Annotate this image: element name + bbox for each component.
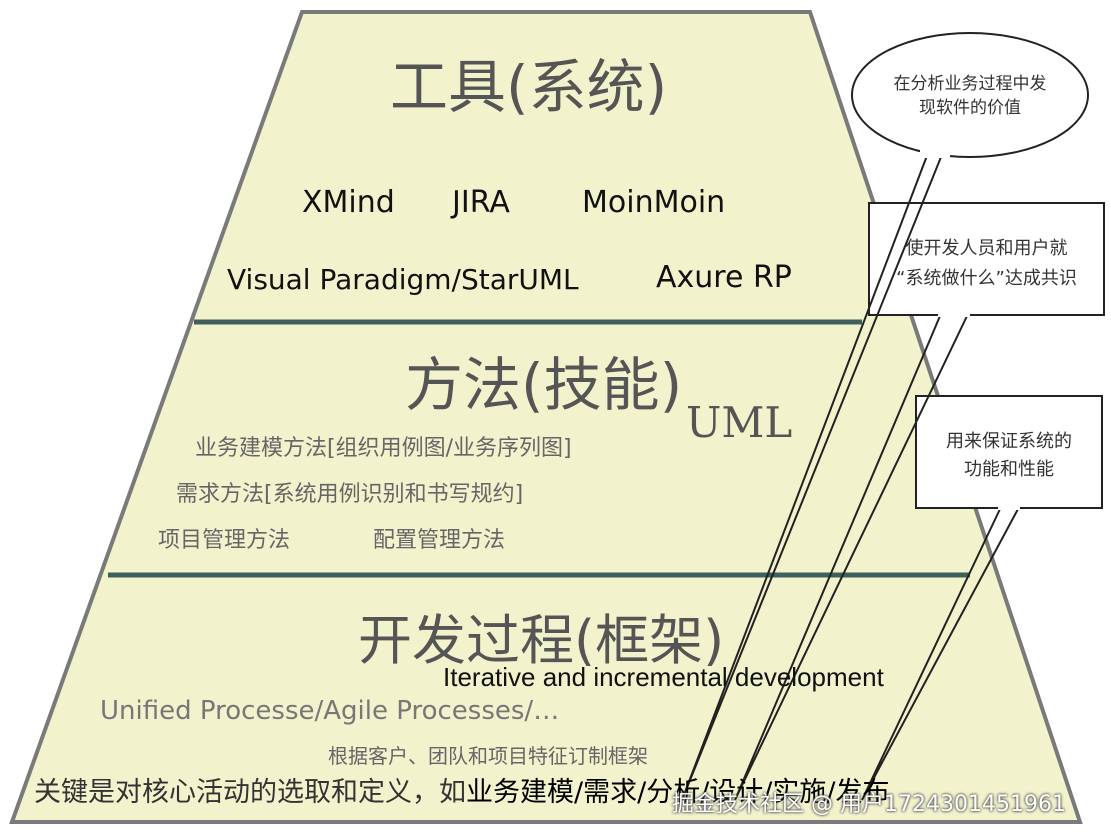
tier2-title: 方法(技能) <box>405 351 683 419</box>
callout-ellipse-line1: 在分析业务过程中发 <box>893 74 1047 94</box>
pointer-box-1 <box>734 315 968 801</box>
callout-box1-line1: 使开发人员和用户就 <box>905 238 1068 259</box>
callout-ellipse-line2: 现软件的价值 <box>919 98 1021 118</box>
pointer-box-2 <box>861 508 1019 801</box>
pointer-ellipse <box>681 152 942 801</box>
uml-label: UML <box>686 398 793 447</box>
pyramid-shape <box>9 10 1083 824</box>
callout-box2-line1: 用来保证系统的 <box>946 431 1072 452</box>
tool-jira: JIRA <box>452 185 510 220</box>
key-prefix: 关键是对核心活动的选取和定义，如 <box>34 777 466 808</box>
tier3-title: 开发过程(框架) <box>358 609 725 672</box>
method-requirements: 需求方法[系统用例识别和书写规约] <box>176 482 524 507</box>
tool-xmind: XMind <box>302 185 395 220</box>
key-activities-line: 关键是对核心活动的选取和定义，如业务建模/需求/分析/设计/实施/发布 <box>34 770 889 809</box>
watermark: 掘金技术社区 @ 用户1724301451961 <box>672 792 1066 817</box>
callout-ellipse <box>851 32 1089 158</box>
method-business-modeling: 业务建模方法[组织用例图/业务序列图] <box>195 436 572 461</box>
method-project-management: 项目管理方法 <box>158 528 291 553</box>
key-activities: 业务建模/需求/分析/设计/实施/发布 <box>466 777 890 808</box>
callout-ellipse-text: 在分析业务过程中发 现软件的价值 <box>852 72 1088 120</box>
callout-box2-line2: 功能和性能 <box>964 459 1054 480</box>
callout-box-1 <box>868 202 1105 316</box>
callout-box2-text: 用来保证系统的 功能和性能 <box>916 428 1102 484</box>
tool-axure: Axure RP <box>656 260 792 295</box>
iterative-label: Iterative and incremental development <box>443 662 884 692</box>
processes-label: Unified Processe/Agile Processes/… <box>100 696 560 726</box>
tier1-title: 工具(系统) <box>390 53 668 121</box>
callout-pointers <box>681 152 1019 801</box>
method-configuration-management: 配置管理方法 <box>373 528 506 553</box>
tool-visual-paradigm: Visual Paradigm/StarUML <box>227 263 579 296</box>
customize-label: 根据客户、团队和项目特征订制框架 <box>328 744 648 768</box>
callout-box1-line2: “系统做什么”达成共识 <box>896 268 1077 289</box>
callout-box-2 <box>915 395 1103 509</box>
callout-box1-text: 使开发人员和用户就 “系统做什么”达成共识 <box>869 234 1104 294</box>
tool-moinmoin: MoinMoin <box>582 185 726 220</box>
